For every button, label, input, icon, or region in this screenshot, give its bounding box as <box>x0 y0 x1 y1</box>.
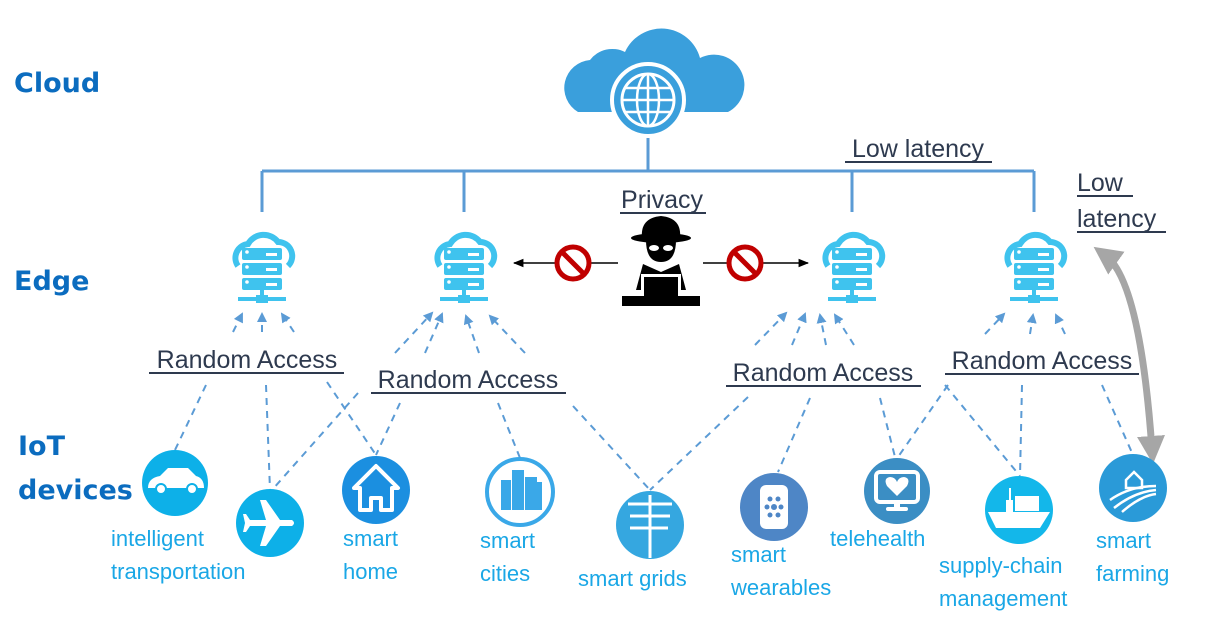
cloud-edge-connectors <box>260 138 1036 212</box>
edge-server-icon <box>437 235 494 303</box>
hacker-icon <box>622 216 700 306</box>
device-label: smart <box>343 526 398 551</box>
device-label: supply-chain <box>939 553 1063 578</box>
edge-server-icon <box>1007 235 1064 303</box>
house-icon <box>352 464 400 512</box>
device-label: farming <box>1096 561 1169 586</box>
device-smart-farming <box>1099 454 1167 522</box>
edge-server-icon <box>825 235 882 303</box>
random-access-label: Random Access <box>952 347 1133 375</box>
device-smart-cities <box>485 457 555 527</box>
device-label: transportation <box>111 559 246 584</box>
low-latency-label-side-line2: latency <box>1077 205 1157 233</box>
power-pole-icon <box>628 495 672 558</box>
smartwatch-icon <box>760 485 788 529</box>
device-supply-chain-management <box>985 476 1053 544</box>
low-latency-arrow <box>1093 246 1165 464</box>
buildings-icon <box>501 470 542 510</box>
low-latency-label-side-line1: Low <box>1077 169 1124 197</box>
cargo-ship-icon <box>988 488 1050 528</box>
cloud-globe-icon <box>564 28 745 138</box>
farm-icon <box>1109 470 1157 513</box>
device-label: smart grids <box>578 566 687 591</box>
edge-server-icon <box>235 235 292 303</box>
privacy-label: Privacy <box>621 186 703 214</box>
device-smart-home <box>342 456 410 524</box>
heart-monitor-icon <box>874 470 920 511</box>
device-label: telehealth <box>830 526 925 551</box>
device-label: management <box>939 586 1067 611</box>
car-icon <box>148 468 204 495</box>
device-smart-wearables <box>740 473 808 541</box>
random-access-label: Random Access <box>378 366 559 394</box>
device-label: smart <box>731 542 786 567</box>
device-smart-grids <box>616 491 684 559</box>
tier-label-edge: Edge <box>14 266 89 297</box>
device-label: home <box>343 559 398 584</box>
device-label: intelligent <box>111 526 204 551</box>
random-access-label: Random Access <box>157 346 338 374</box>
prohibited-icon <box>557 247 589 279</box>
device-links <box>174 381 1134 491</box>
random-access-label: Random Access <box>733 359 914 387</box>
device-label: smart <box>1096 528 1151 553</box>
uplink-arrows <box>232 311 1066 354</box>
device-label: cities <box>480 561 530 586</box>
tier-label-cloud: Cloud <box>14 68 100 99</box>
device-telehealth <box>864 458 930 524</box>
device-label: wearables <box>730 575 831 600</box>
device-intelligent-transportation-plane <box>236 489 304 557</box>
low-latency-label-top: Low latency <box>852 135 985 163</box>
device-label: smart <box>480 528 535 553</box>
device-intelligent-transportation-car <box>142 450 208 516</box>
prohibited-icon <box>729 247 761 279</box>
airplane-icon <box>243 500 294 546</box>
tier-label-iot-line2: devices <box>18 475 133 506</box>
tier-label-iot-line1: IoT <box>18 431 66 462</box>
